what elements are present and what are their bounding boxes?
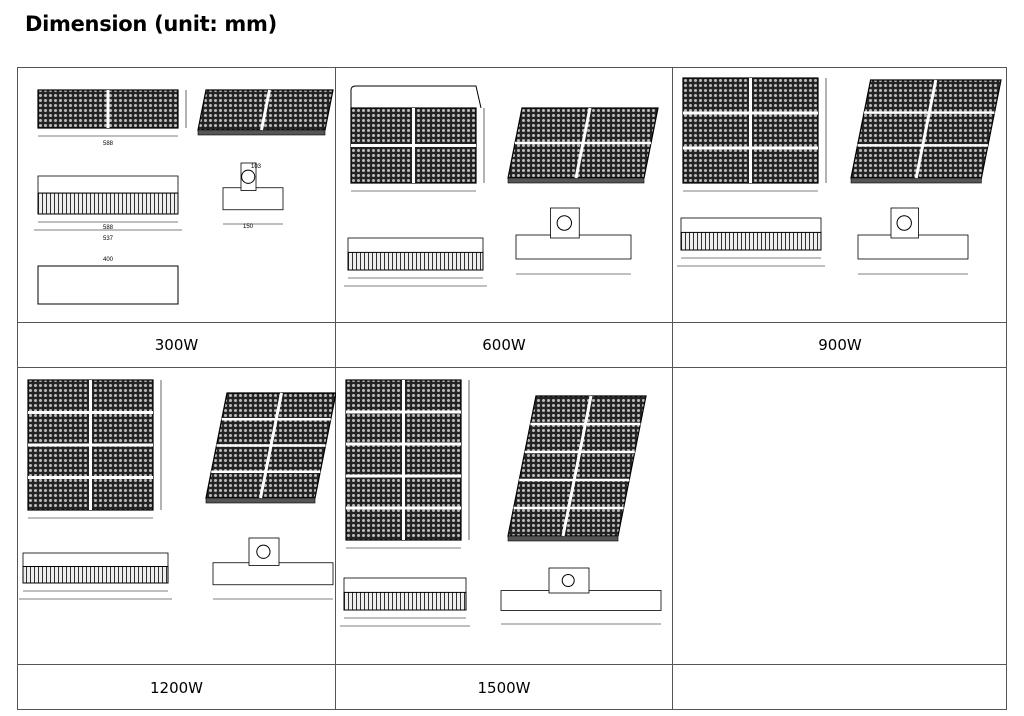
mounting-bracket-drawing: [350, 85, 482, 109]
isometric-view-drawing: [507, 395, 647, 542]
dim-label: 150: [243, 224, 254, 230]
isometric-view-drawing: [205, 392, 336, 504]
side-view-drawing: [344, 237, 487, 287]
bracket-view-drawing: [500, 567, 662, 625]
bracket-view-drawing: [857, 207, 969, 275]
side-view-drawing: [340, 577, 470, 627]
technical-drawing: 588 588 537 103 150 400: [34, 89, 334, 305]
drawing-cell-300w: 588 588 537 103 150 400: [18, 68, 336, 323]
side-view-drawing: [34, 175, 182, 231]
bracket-view-drawing: [222, 162, 284, 225]
isometric-view-drawing: [507, 107, 659, 184]
drawing-cell-1200w: [18, 368, 336, 665]
bottom-view-drawing: [37, 265, 179, 305]
side-view-drawing: [677, 217, 825, 267]
front-view-drawing: [345, 379, 470, 549]
drawing-cell-600w: [336, 68, 673, 323]
isometric-view-drawing: [850, 79, 1002, 184]
bracket-view-drawing: [212, 537, 334, 600]
model-label-900w: 900W: [673, 323, 1007, 368]
side-view-drawing: [19, 552, 172, 600]
empty-cell: [673, 368, 1007, 665]
technical-drawing: [344, 85, 659, 287]
bracket-view-drawing: [515, 207, 632, 275]
front-view-drawing: [27, 379, 162, 519]
drawing-cell-1500w: [336, 368, 673, 665]
dim-label: 588: [103, 225, 114, 231]
technical-drawing: [340, 379, 662, 627]
isometric-view-drawing: [197, 89, 334, 136]
model-label-1200w: 1200W: [18, 665, 336, 710]
technical-drawing: [19, 379, 336, 600]
model-label-1500w: 1500W: [336, 665, 673, 710]
drawing-cell-900w: [673, 68, 1007, 323]
front-view-drawing: [37, 89, 187, 137]
model-label-600w: 600W: [336, 323, 673, 368]
dim-label: 400: [103, 257, 114, 263]
front-view-drawing: [682, 77, 827, 192]
dim-label: 588: [103, 141, 114, 147]
technical-drawing: [677, 77, 1002, 275]
dim-label: 103: [251, 164, 262, 170]
front-view-drawing: [350, 107, 485, 192]
dim-label: 537: [103, 236, 114, 242]
model-label-300w: 300W: [18, 323, 336, 368]
page-title: Dimension (unit: mm): [25, 12, 277, 36]
model-label-empty: [673, 665, 1007, 710]
